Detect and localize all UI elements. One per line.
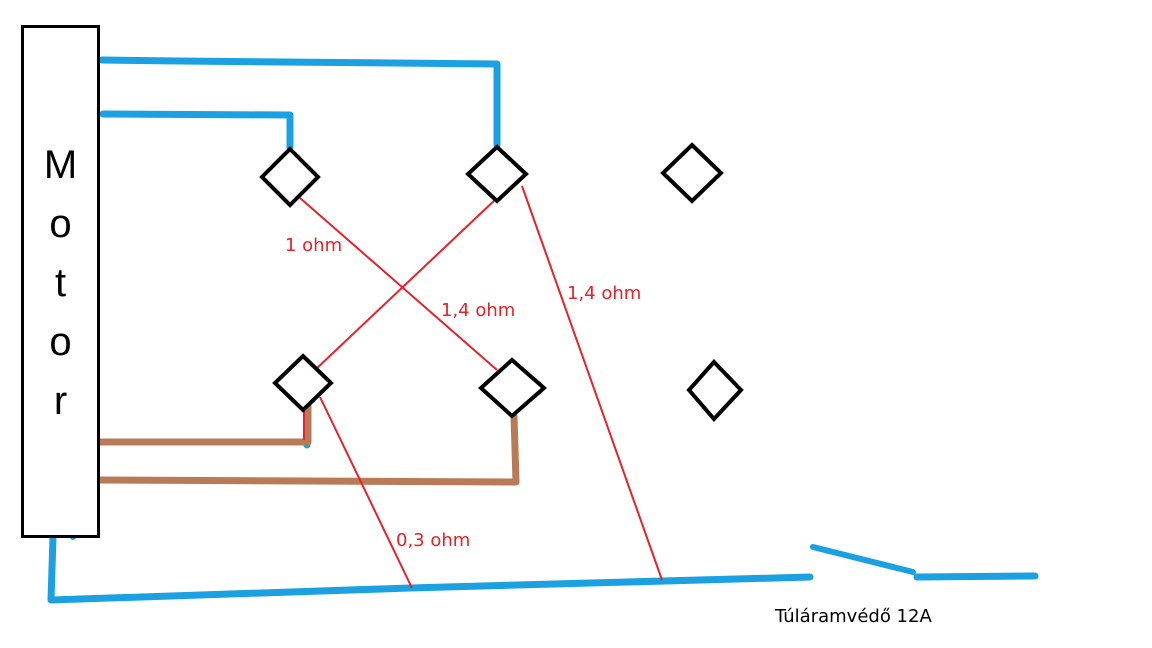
terminal-bottom-left xyxy=(272,353,334,413)
resistance-label-right: 1,4 ohm xyxy=(567,283,642,304)
blue-wire-breaker-right xyxy=(913,572,1039,581)
motor-letter: o xyxy=(49,202,72,246)
terminal-bottom-right xyxy=(686,359,744,422)
blue-wire-top xyxy=(98,56,501,149)
resistance-label-1ohm: 1 ohm xyxy=(285,235,343,256)
blue-wire-bottom xyxy=(47,533,814,604)
blue-wires xyxy=(47,56,1039,604)
resistance-label-bottom: 0,3 ohm xyxy=(396,530,471,551)
terminal-top-left xyxy=(259,146,321,208)
brown-wires xyxy=(93,401,520,486)
motor-letter: r xyxy=(53,379,68,423)
measure-line-bottom xyxy=(319,396,413,589)
blue-wire-second xyxy=(99,110,294,151)
motor-letter: o xyxy=(49,320,72,364)
resistance-label-cross: 1,4 ohm xyxy=(441,300,516,321)
breaker-label: Túláramvédő 12A xyxy=(775,606,932,627)
measure-line-cross xyxy=(314,197,498,371)
terminal-bottom-middle xyxy=(478,357,548,419)
measure-line-1ohm xyxy=(299,197,498,371)
measurement-lines xyxy=(299,185,663,589)
brown-wire-lower xyxy=(93,412,520,486)
brown-wire-upper xyxy=(96,401,312,446)
breaker-switch-blade xyxy=(810,544,916,575)
motor-label: M o t o r xyxy=(24,136,97,431)
motor-letter: t xyxy=(54,261,67,305)
terminal-top-middle xyxy=(465,144,529,204)
motor-letter: M xyxy=(43,143,78,187)
motor-box: M o t o r xyxy=(21,25,100,538)
terminal-top-right xyxy=(660,142,724,204)
measure-line-right xyxy=(521,185,663,581)
terminals xyxy=(259,142,744,422)
